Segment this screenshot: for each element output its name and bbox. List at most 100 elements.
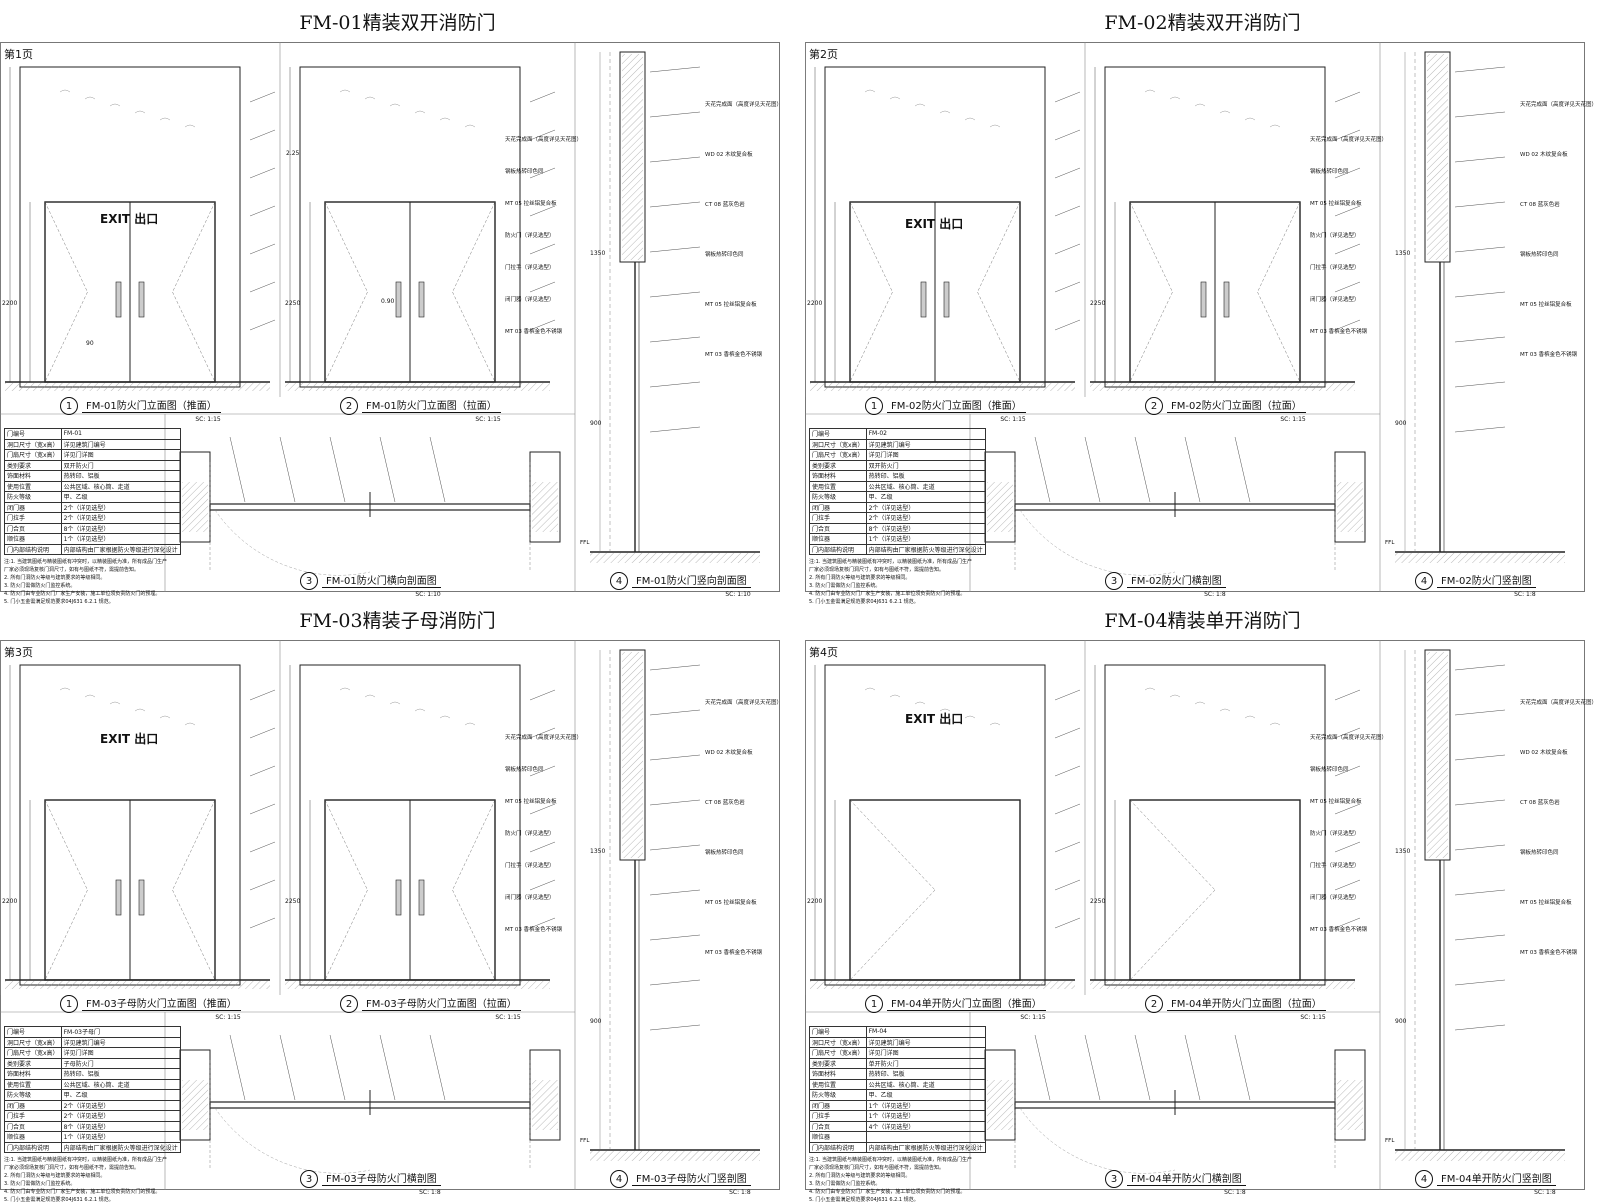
sheet-title: FM-01精装双开消防门 <box>299 12 496 34</box>
annotation-label: 防火门（详见选型） <box>1310 831 1360 837</box>
annotation-label: 钢板热转印色同 <box>505 169 544 175</box>
annotation-label: 天花完成面（高度详见天花图） <box>1520 102 1598 108</box>
annotation-label: 钢板热转印色同 <box>505 767 544 773</box>
annotation-label: 天花完成面（高度详见天花图） <box>705 700 783 706</box>
dimension: 0.90 <box>381 298 395 305</box>
ffl-label: FFL <box>580 1138 590 1144</box>
table-row: 洞口尺寸（宽x高）详见建筑门编号 <box>4 438 181 450</box>
annotation-label: MT 05 拉丝铝复合板 <box>505 201 557 207</box>
annotation-label: 门拉手（详见选型） <box>1310 265 1360 271</box>
annotation-label: WD 02 木纹复合板 <box>705 152 753 158</box>
annotation-label: 天花完成面（高度详见天花图） <box>1520 700 1598 706</box>
table-row: 类别要求单开防火门 <box>809 1057 986 1069</box>
annotation-label: MT 05 拉丝铝复合板 <box>1310 799 1362 805</box>
annotation-label: 防火门（详见选型） <box>505 831 555 837</box>
annotation-label: WD 02 木纹复合板 <box>1520 750 1568 756</box>
dimension: 900 <box>1395 420 1407 427</box>
ffl-label: FFL <box>580 540 590 546</box>
sheet-title: FM-03精装子母消防门 <box>299 610 496 632</box>
dimension: 900 <box>590 420 602 427</box>
table-row: 洞口尺寸（宽x高）详见建筑门编号 <box>809 438 986 450</box>
sheet-title: FM-04精装单开消防门 <box>1104 610 1301 632</box>
annotation-label: 闭门器（详见选型） <box>1310 297 1360 303</box>
ffl-label: FFL <box>1385 540 1395 546</box>
dimension: 2250 <box>1090 300 1106 307</box>
annotation-label: MT 05 拉丝铝复合板 <box>1520 900 1572 906</box>
dimension: 2200 <box>807 898 823 905</box>
annotation-label: 门拉手（详见选型） <box>505 863 555 869</box>
dimension: 2200 <box>2 898 18 905</box>
annotation-label: CT 08 蓝灰色岩 <box>1520 202 1560 208</box>
table-row: 门内部结构说明内部结构由厂家根据防火等级进行深化设计 <box>809 543 986 555</box>
dimension: 1350 <box>1395 250 1411 257</box>
annotation-label: 天花完成面（高度详见天花图） <box>705 102 783 108</box>
annotation-label: MT 05 拉丝铝复合板 <box>1520 302 1572 308</box>
annotation-label: MT 05 拉丝铝复合板 <box>505 799 557 805</box>
annotation-label: CT 08 蓝灰色岩 <box>705 800 745 806</box>
annotation-label: 钢板热转印色同 <box>705 850 744 856</box>
drawing-linework <box>0 640 760 1190</box>
annotation-label: WD 02 木纹复合板 <box>1520 152 1568 158</box>
annotation-label: 闭门器（详见选型） <box>505 297 555 303</box>
annotation-label: MT 03 香槟金色不锈钢 <box>505 927 563 933</box>
annotation-label: 门拉手（详见选型） <box>505 265 555 271</box>
dimension: 2.25 <box>286 150 300 157</box>
exit-sign: EXIT 出口 <box>905 217 964 231</box>
drawing-linework <box>805 640 1565 1190</box>
annotation-label: 防火门（详见选型） <box>1310 233 1360 239</box>
annotation-label: 闭门器（详见选型） <box>1310 895 1360 901</box>
annotation-label: 天花完成面（高度详见天花图） <box>1310 735 1388 741</box>
annotation-label: 天花完成面（高度详见天花图） <box>505 735 583 741</box>
dimension: 2250 <box>1090 898 1106 905</box>
annotation-label: MT 03 香槟金色不锈钢 <box>1520 352 1578 358</box>
table-row: 洞口尺寸（宽x高）详见建筑门编号 <box>809 1036 986 1048</box>
page-number: 第1页 <box>4 48 33 61</box>
table-row: 防火等级甲、乙级 <box>809 491 986 503</box>
annotation-label: MT 05 拉丝铝复合板 <box>705 302 757 308</box>
table-row: 门内部结构说明内部结构由厂家根据防火等级进行深化设计 <box>4 1141 181 1153</box>
annotation-label: MT 03 香槟金色不锈钢 <box>1310 927 1368 933</box>
table-row: 门扇尺寸（宽x高）详见门详图 <box>4 1047 181 1059</box>
annotation-label: 钢板热转印色同 <box>1520 252 1559 258</box>
notes: 注:1. 当建筑图纸与精装图纸有冲突时，以精装图纸为准，所有成品门生产厂家必须现… <box>809 1157 973 1203</box>
annotation-label: MT 05 拉丝铝复合板 <box>705 900 757 906</box>
table-row: 门内部结构说明内部结构由厂家根据防火等级进行深化设计 <box>4 543 181 555</box>
page-number: 第3页 <box>4 646 33 659</box>
dimension: 1350 <box>590 250 606 257</box>
dimension: 2200 <box>807 300 823 307</box>
annotation-label: 门拉手（详见选型） <box>1310 863 1360 869</box>
exit-sign: EXIT 出口 <box>100 732 159 746</box>
annotation-label: 闭门器（详见选型） <box>505 895 555 901</box>
annotation-label: 天花完成面（高度详见天花图） <box>505 137 583 143</box>
table-row: 门扇尺寸（宽x高）详见门详图 <box>809 449 986 461</box>
sheet-frame <box>805 42 1585 592</box>
ffl-label: FFL <box>1385 1138 1395 1144</box>
annotation-label: CT 08 蓝灰色岩 <box>1520 800 1560 806</box>
dimension: 2250 <box>285 300 301 307</box>
table-row: 类别要求子母防火门 <box>4 1057 181 1069</box>
